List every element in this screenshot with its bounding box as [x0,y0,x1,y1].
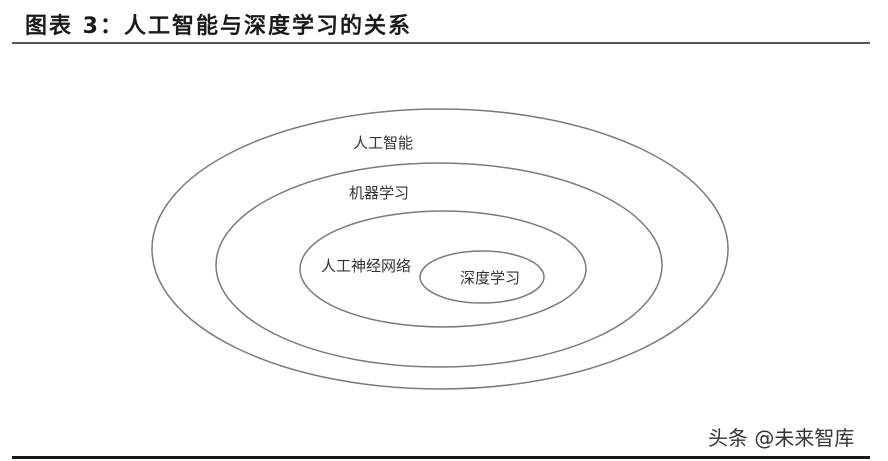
label-artificial-intelligence: 人工智能 [353,134,413,152]
source-watermark: 头条 @未来智库 [708,426,855,450]
ellipse-artificial-neural-network: 人工神经网络 [299,210,587,328]
ellipse-machine-learning: 机器学习 [215,162,663,368]
bottom-divider [12,456,870,459]
title-divider [12,42,870,44]
label-artificial-neural-network: 人工神经网络 [321,257,411,275]
ellipse-deep-learning: 深度学习 [419,250,545,304]
label-deep-learning: 深度学习 [460,269,520,287]
ellipse-artificial-intelligence: 人工智能 [151,108,729,390]
figure-title: 图表 3：人工智能与深度学习的关系 [25,14,412,39]
label-machine-learning: 机器学习 [349,184,409,202]
